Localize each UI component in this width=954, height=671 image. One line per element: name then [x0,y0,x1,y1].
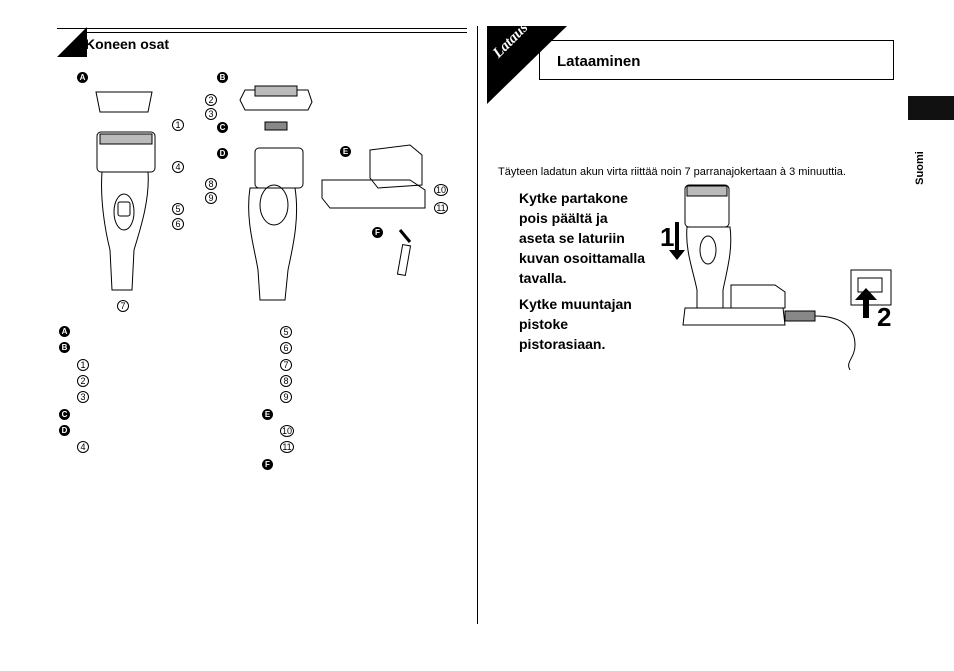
legend-a: A [59,326,70,337]
callout-1: 1 [172,119,184,131]
page-divider [477,26,478,624]
section-title: Koneen osat [85,36,170,52]
side-tab-marker [908,96,954,120]
label-e: E [340,146,351,157]
label-f: F [372,227,383,238]
marker-1: 1 [660,222,675,252]
corner-triangle [57,27,87,57]
callout-10: 10 [434,184,448,196]
legend-2: 2 [77,375,89,387]
charging-illustration [669,184,892,370]
marker-2: 2 [877,302,892,332]
callout-9: 9 [205,192,217,204]
callout-3: 3 [205,108,217,120]
callout-8: 8 [205,178,217,190]
legend-f: F [262,459,273,470]
legend-d: D [59,425,70,436]
legend-1: 1 [77,359,89,371]
legend-9: 9 [280,391,292,403]
side-tab-label: Suomi [914,151,926,185]
intro-text: Täyteen ladatun akun virta riittää noin … [498,166,846,178]
right-section-title: Lataaminen [557,53,641,70]
step-2-text: Kytke muuntajan pistoke pistorasiaan. [519,296,632,352]
legend-5: 5 [280,326,292,338]
legend-6: 6 [280,342,292,354]
callout-5: 5 [172,203,184,215]
header-rule-inner [87,32,467,33]
legend-3: 3 [77,391,89,403]
label-c: C [217,122,228,133]
callout-2: 2 [205,94,217,106]
legend-7: 7 [280,359,292,371]
legend-4: 4 [77,441,89,453]
step-1-text: Kytke partakone pois päältä ja aseta se … [519,190,646,286]
callout-11: 11 [434,202,448,214]
legend-c: C [59,409,70,420]
section-header-box [539,40,894,80]
header-rule [57,28,467,29]
legend-b: B [59,342,70,353]
legend-11: 11 [280,441,294,453]
corner-triangle-right [487,26,567,104]
callout-7: 7 [117,300,129,312]
label-b: B [217,72,228,83]
callout-6: 6 [172,218,184,230]
legend-10: 10 [280,425,294,437]
label-a: A [77,72,88,83]
callout-4: 4 [172,161,184,173]
legend-8: 8 [280,375,292,387]
legend-e: E [262,409,273,420]
parts-illustration [95,85,426,301]
label-d: D [217,148,228,159]
